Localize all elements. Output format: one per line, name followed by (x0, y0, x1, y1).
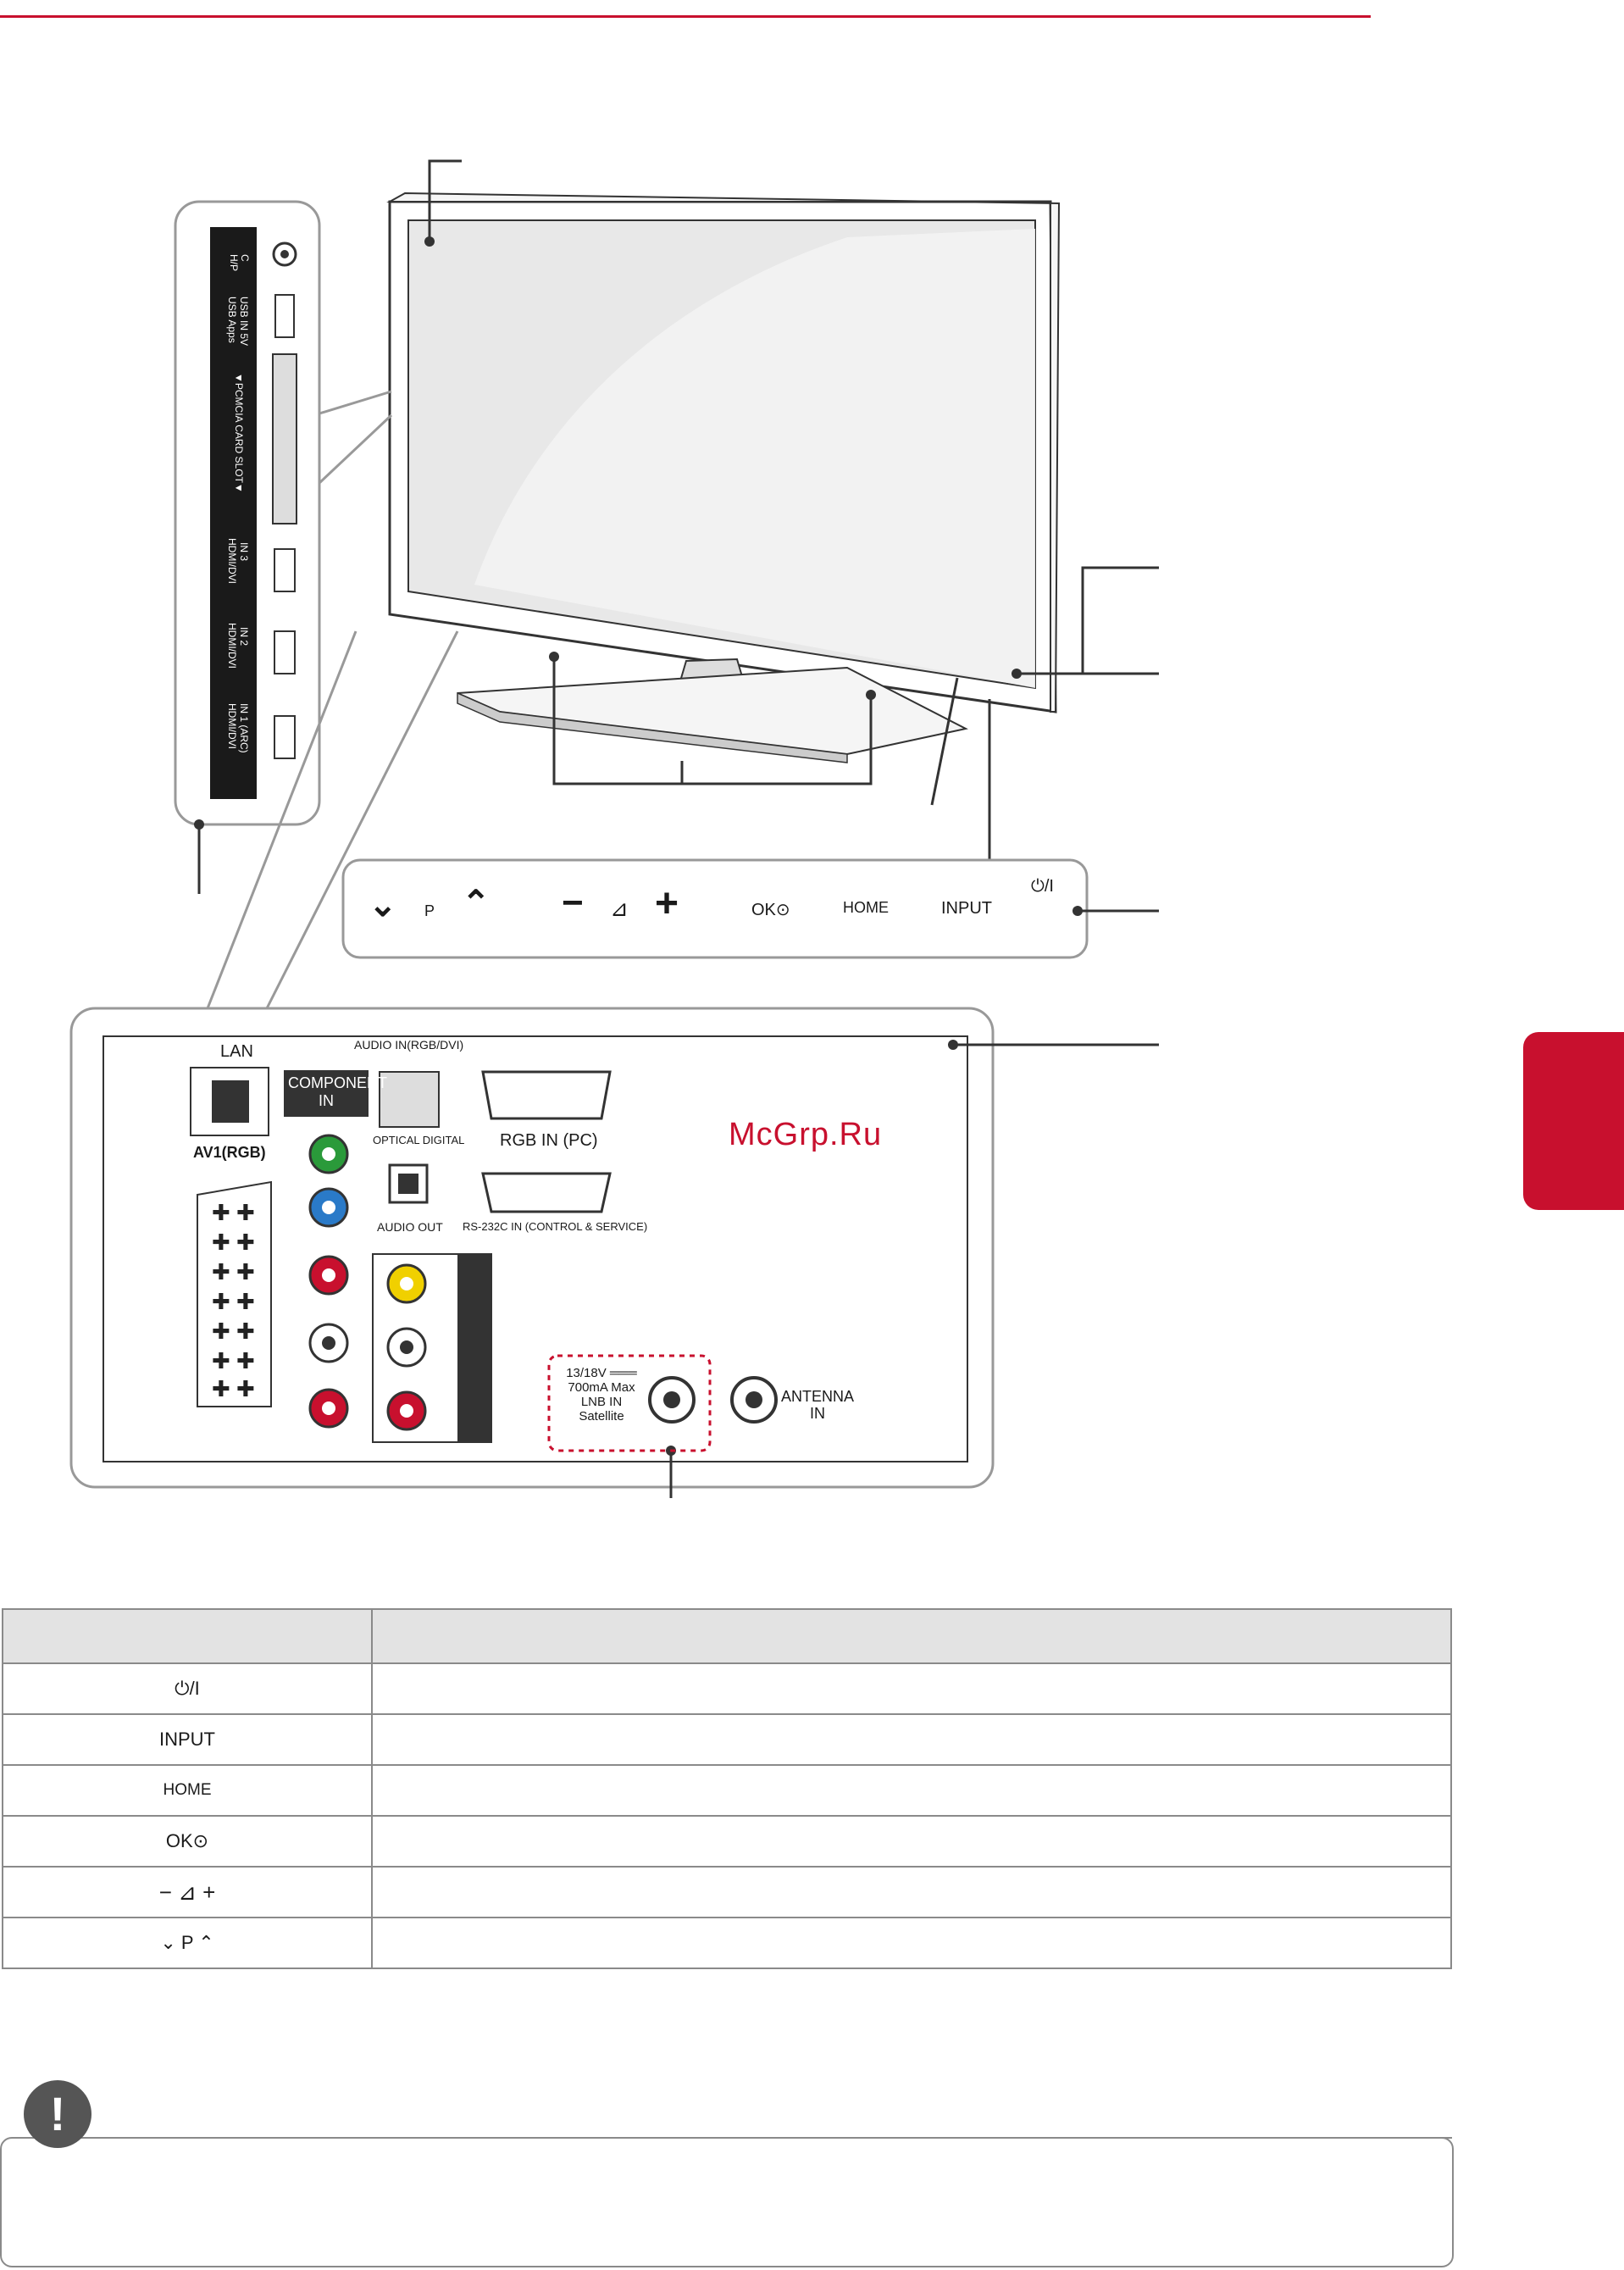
description-cell (371, 1866, 1452, 1918)
svg-text:HDMI/DVI: HDMI/DVI (226, 623, 238, 669)
svg-text:✚ ✚: ✚ ✚ (212, 1348, 255, 1374)
volume-down-button[interactable]: − (562, 882, 584, 924)
table-row: ⏻/I (2, 1662, 1452, 1715)
description-cell (371, 1815, 1452, 1868)
ok-button[interactable]: OK⊙ (751, 901, 790, 919)
symbol-cell: − ⊿ + (2, 1866, 373, 1918)
rear-panel-labels: LAN AV1(RGB) COMPONENT IN AUDIO IN(RGB/D… (193, 1038, 854, 1424)
rs232-label: RS-232C IN (CONTROL & SERVICE) (463, 1220, 648, 1233)
volume-icon: ⊿ (610, 896, 629, 921)
svg-text:USB Apps: USB Apps (226, 297, 238, 343)
svg-text:✚ ✚: ✚ ✚ (212, 1229, 255, 1255)
pcmcia-slot-icon (272, 353, 297, 524)
table-row: INPUT (2, 1713, 1452, 1766)
volume-up-button[interactable]: + (655, 881, 679, 926)
usb-port-icon (274, 294, 295, 338)
tv-illustration (386, 191, 1061, 763)
table-header-cell (371, 1608, 1452, 1664)
antenna-label: ANTENNA IN (781, 1388, 854, 1422)
rgb-in-label: RGB IN (PC) (500, 1131, 598, 1150)
svg-text:H/P: H/P (228, 254, 240, 271)
av-in2-label: AV IN 2 (433, 1322, 454, 1385)
av1-label: AV1(RGB) (193, 1144, 266, 1161)
description-cell (371, 1662, 1452, 1715)
component-title: COMPONENT IN (288, 1074, 387, 1109)
table-row: ⌄ P ⌃ (2, 1917, 1452, 1969)
note-divider (368, 2137, 1452, 2139)
tv-diagram: H/P C USB Apps USB IN 5V ▼PCMCIA CARD SL… (69, 159, 1159, 1498)
symbol-cell: HOME (2, 1764, 373, 1817)
svg-text:✚ ✚: ✚ ✚ (212, 1259, 255, 1285)
lnb-line: 13/18V ═══ (566, 1366, 637, 1380)
svg-text:✚ ✚: ✚ ✚ (212, 1200, 255, 1225)
chapter-side-tab (1523, 1032, 1624, 1210)
front-buttons-panel: ⌄ P ⌃ − ⊿ + OK⊙ HOME INPUT ⏻/I (343, 860, 1087, 957)
table-header-row (2, 1608, 1452, 1664)
symbol-cell: OK⊙ (2, 1815, 373, 1868)
watermark: McGrp.Ru (729, 1117, 883, 1152)
symbol-cell: ⌄ P ⌃ (2, 1917, 373, 1969)
svg-text:HDMI/DVI: HDMI/DVI (226, 703, 238, 749)
hdmi-port-icon (274, 630, 296, 674)
hdmi-port-icon (274, 715, 296, 759)
input-button[interactable]: INPUT (941, 899, 992, 918)
table-row: OK⊙ (2, 1815, 1452, 1868)
symbol-cell: ⏻/I (2, 1662, 373, 1715)
hdmi-port-icon (274, 548, 296, 592)
table-row: HOME (2, 1764, 1452, 1817)
antenna-line: ANTENNA (781, 1388, 855, 1405)
table-row: − ⊿ + (2, 1866, 1452, 1918)
home-button[interactable]: HOME (843, 899, 889, 916)
lnb-label: 13/18V ═══ 700mA Max LNB IN Satellite (555, 1366, 648, 1424)
antenna-line: IN (810, 1405, 825, 1422)
side-panel-labels-strip (210, 227, 257, 799)
symbol-cell: INPUT (2, 1713, 373, 1766)
note-exclamation-icon: ! (24, 2080, 91, 2148)
lnb-line: Satellite (579, 1409, 624, 1424)
svg-text:✚ ✚: ✚ ✚ (212, 1289, 255, 1314)
note-box (0, 2137, 1454, 2267)
scart-icon (197, 1180, 272, 1407)
description-cell (371, 1917, 1452, 1969)
svg-text:✚ ✚: ✚ ✚ (212, 1318, 255, 1344)
channel-down-button[interactable]: ⌄ (369, 886, 397, 924)
svg-text:IN 1 (ARC): IN 1 (ARC) (238, 703, 250, 753)
lnb-line: 700mA Max (568, 1380, 635, 1395)
lnb-line: LNB IN (580, 1395, 623, 1409)
svg-text:▼PCMCIA CARD SLOT▼: ▼PCMCIA CARD SLOT▼ (233, 373, 245, 493)
svg-text:✚ ✚: ✚ ✚ (212, 1376, 255, 1401)
channel-p-label: P (424, 902, 435, 919)
svg-text:USB IN 5V: USB IN 5V (238, 297, 250, 346)
svg-text:HDMI/DVI: HDMI/DVI (226, 538, 238, 584)
lan-label: LAN (220, 1042, 253, 1061)
channel-up-button[interactable]: ⌃ (462, 885, 491, 922)
rca-jack-icon (308, 1134, 349, 1429)
vga-port-icon (481, 1070, 612, 1213)
optical-label: OPTICAL DIGITAL (373, 1134, 465, 1146)
svg-text:IN 3: IN 3 (238, 542, 250, 561)
power-button[interactable]: ⏻/I (1031, 877, 1054, 896)
audio-out-label: AUDIO OUT (377, 1220, 443, 1234)
top-rule (0, 15, 1371, 18)
description-cell (371, 1764, 1452, 1817)
svg-text:IN 2: IN 2 (238, 627, 250, 646)
audio-in-label: AUDIO IN(RGB/DVI) (354, 1038, 464, 1052)
button-description-table: ⏻/I INPUT HOME OK⊙ − ⊿ + ⌄ P ⌃ (2, 1608, 1452, 1969)
table-header-cell (2, 1608, 373, 1664)
description-cell (371, 1713, 1452, 1766)
front-buttons-frame (341, 858, 1089, 959)
svg-text:C: C (239, 254, 251, 262)
